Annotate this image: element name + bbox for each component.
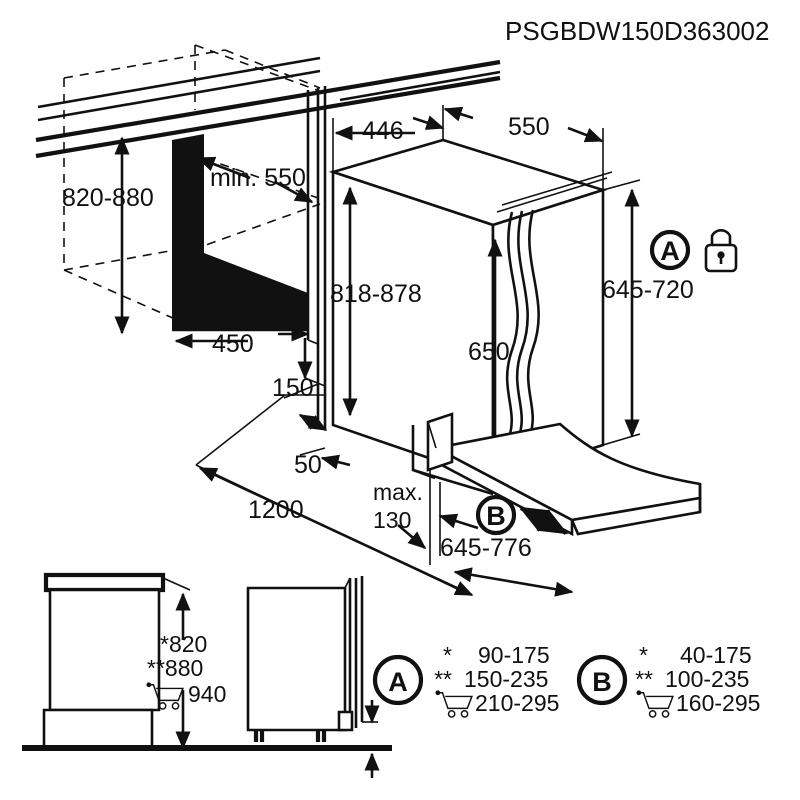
dim-450: 450	[174, 326, 310, 358]
dim-1200-label: 1200	[248, 496, 304, 524]
dim-645-776-label: 645-776	[440, 534, 532, 562]
dim-650-label: 650	[468, 338, 510, 366]
side-elevation-group	[246, 576, 380, 778]
legend-b-letter: B	[592, 667, 612, 697]
dim-star-820-prefix: *	[160, 631, 169, 657]
front-elevation-group	[42, 572, 191, 750]
legend-a-marker-2: **	[434, 666, 452, 692]
legend-a-value-2: 150-235	[464, 666, 548, 692]
dim-820-880-label: 820-880	[62, 184, 154, 212]
cart-icon	[146, 682, 184, 710]
dim-550-label: 550	[508, 113, 550, 141]
niche-side-panel	[172, 134, 308, 330]
dim-cabinet-height: 820-880	[62, 136, 154, 335]
door-panel-top-face	[432, 422, 702, 522]
dim-star-820-value: 820	[169, 631, 207, 657]
dim-heights-group: *820 **880 940	[146, 592, 226, 750]
double-arrow-icon	[518, 506, 569, 535]
dim-min-550: min. 550	[196, 156, 314, 204]
dim-450-label: 450	[212, 330, 254, 358]
legend-b-circle[interactable]	[576, 654, 628, 706]
legend-a-cart-icon	[435, 690, 473, 718]
padlock-icon	[704, 229, 738, 273]
legend-b-cart-icon	[636, 690, 674, 718]
legend-b-marker-1: *	[639, 642, 648, 668]
callout-b-letter: B	[486, 501, 506, 531]
dim-max-label: max.	[373, 479, 423, 505]
dim-446-label: 446	[362, 117, 404, 145]
legend-b-value-1: 40-175	[680, 642, 752, 668]
legend-b-value-3: 160-295	[676, 690, 760, 716]
drawing-title: PSGBDW150D363002	[505, 16, 769, 46]
base-plane-group: 1200	[195, 394, 474, 597]
legend-b-value-2: 100-235	[665, 666, 749, 692]
dim-818-878: 818-878	[330, 186, 422, 417]
dim-818-878-label: 818-878	[330, 280, 422, 308]
dim-starstar-880-value: 880	[165, 655, 203, 681]
callout-a-marker[interactable]: A	[649, 229, 691, 271]
legend-a-marker-1: *	[443, 642, 452, 668]
dim-star-820: *820	[160, 631, 207, 657]
dim-starstar-880: **880	[147, 655, 203, 681]
dim-starstar-880-prefix: **	[147, 655, 165, 681]
dim-cart-940: 940	[188, 681, 226, 707]
legend-a-value-3: 210-295	[475, 690, 559, 716]
dim-645-720-label: 645-720	[602, 276, 694, 304]
legend-a-circle[interactable]	[372, 654, 424, 706]
legend-b-group: B * 40-175 ** 100-235 160-295	[576, 642, 760, 718]
legend-a-letter: A	[388, 667, 408, 697]
dim-min-550-label: min. 550	[210, 164, 306, 192]
dim-645-720: 645-720	[602, 179, 694, 446]
legend-a-group: A * 90-175 ** 150-235 210-295	[372, 642, 559, 718]
legend-a-value-1: 90-175	[478, 642, 550, 668]
dim-130-label: 130	[373, 507, 411, 533]
legend-b-marker-2: **	[635, 666, 653, 692]
callout-a-letter: A	[660, 236, 680, 266]
dim-50-label: 50	[294, 451, 322, 479]
hose-wavy-lines	[505, 209, 540, 441]
cabinet-niche-group: 820-880 min. 550 450	[35, 44, 501, 430]
callout-b-marker[interactable]: B	[475, 494, 517, 536]
dim-446-550-group: 446 550	[332, 105, 604, 190]
dim-650: 650	[468, 228, 510, 477]
dim-645-776-group: 645-776	[438, 482, 574, 597]
appliance-body-group	[328, 138, 613, 496]
